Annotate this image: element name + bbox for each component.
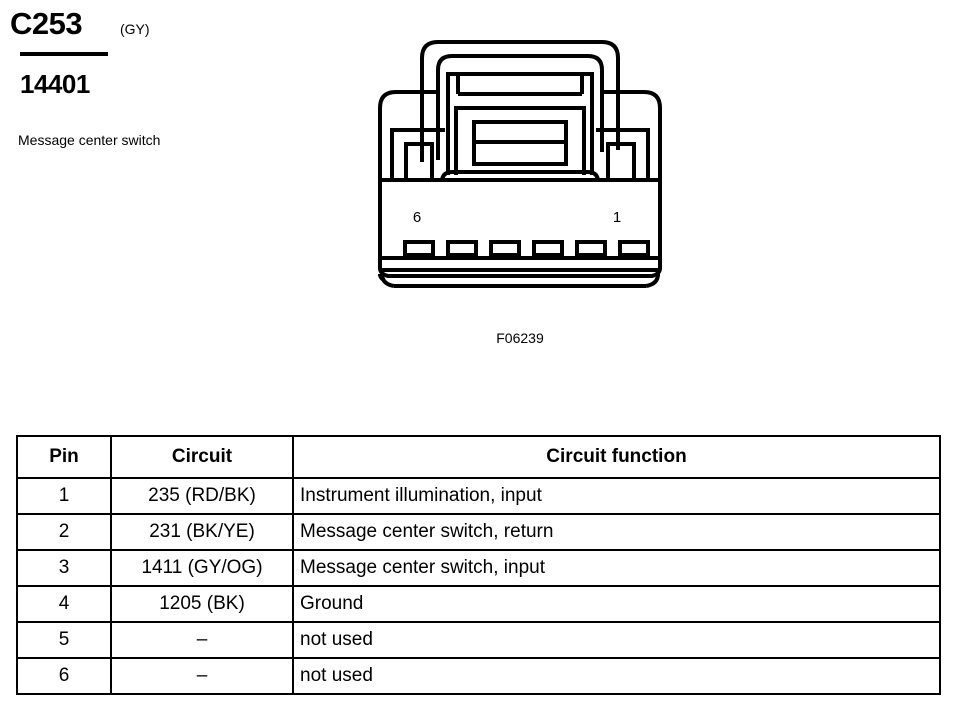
connector-id: C253 bbox=[10, 6, 83, 41]
cell-circuit: 1411 (GY/OG) bbox=[110, 549, 294, 587]
skirt-upper-band bbox=[378, 258, 662, 278]
cavity-6 bbox=[403, 240, 435, 257]
cavity-4 bbox=[489, 240, 521, 257]
cell-circuit: 235 (RD/BK) bbox=[110, 477, 294, 515]
table-row: 5 – not used bbox=[16, 621, 941, 659]
table-row: 4 1205 (BK) Ground bbox=[16, 585, 941, 623]
cavity-1 bbox=[618, 240, 650, 257]
cell-pin: 5 bbox=[16, 621, 112, 659]
table-row: 1 235 (RD/BK) Instrument illumination, i… bbox=[16, 477, 941, 515]
table-header-row: Pin Circuit Circuit function bbox=[16, 435, 941, 479]
cell-function: Message center switch, input bbox=[292, 549, 941, 587]
connector-id-row: C253 (GY) bbox=[10, 8, 340, 42]
cell-pin: 2 bbox=[16, 513, 112, 551]
table-row: 2 231 (BK/YE) Message center switch, ret… bbox=[16, 513, 941, 551]
cell-function: not used bbox=[292, 657, 941, 695]
cell-function: Ground bbox=[292, 585, 941, 623]
cell-circuit: – bbox=[110, 621, 294, 659]
latch-base-bar bbox=[440, 170, 600, 183]
column-header-function: Circuit function bbox=[292, 435, 941, 479]
left-step-outer bbox=[390, 128, 445, 182]
connector-illustration: 6 1 bbox=[378, 40, 662, 288]
part-number: 14401 bbox=[20, 69, 90, 99]
column-header-circuit: Circuit bbox=[110, 435, 294, 479]
right-wing-outline bbox=[602, 90, 662, 210]
skirt-base-left bbox=[380, 273, 395, 288]
connector-color-code: (GY) bbox=[120, 21, 150, 37]
cell-pin: 1 bbox=[16, 477, 112, 515]
cavity-row bbox=[403, 240, 650, 257]
skirt-base-right bbox=[645, 273, 660, 288]
cavity-5 bbox=[446, 240, 478, 257]
cell-function: Message center switch, return bbox=[292, 513, 941, 551]
left-step-inner bbox=[404, 142, 434, 182]
column-header-pin: Pin bbox=[16, 435, 112, 479]
right-step-inner bbox=[606, 142, 636, 182]
cell-circuit: 1205 (BK) bbox=[110, 585, 294, 623]
latch-block bbox=[454, 106, 586, 175]
cell-circuit: – bbox=[110, 657, 294, 695]
table-row: 6 – not used bbox=[16, 657, 941, 695]
cell-circuit: 231 (BK/YE) bbox=[110, 513, 294, 551]
cell-function: Instrument illumination, input bbox=[292, 477, 941, 515]
pin-assignment-table: Pin Circuit Circuit function 1 235 (RD/B… bbox=[16, 435, 941, 695]
table-body: 1 235 (RD/BK) Instrument illumination, i… bbox=[16, 477, 941, 695]
connector-id-underline bbox=[20, 52, 108, 56]
cell-pin: 6 bbox=[16, 657, 112, 695]
cavity-2 bbox=[575, 240, 607, 257]
cavity-3 bbox=[532, 240, 564, 257]
cell-pin: 3 bbox=[16, 549, 112, 587]
latch-arch-inner bbox=[436, 54, 604, 160]
cavity-label-1: 1 bbox=[613, 209, 621, 226]
cell-pin: 4 bbox=[16, 585, 112, 623]
cavity-label-6: 6 bbox=[413, 209, 421, 226]
connector-figure-code: F06239 bbox=[496, 330, 544, 346]
right-step-outer bbox=[596, 128, 650, 182]
connector-header: C253 (GY) 14401 Message center switch bbox=[10, 8, 340, 149]
cell-function: not used bbox=[292, 621, 941, 659]
table-row: 3 1411 (GY/OG) Message center switch, in… bbox=[16, 549, 941, 587]
latch-arch-outer bbox=[420, 40, 620, 162]
table-header: Pin Circuit Circuit function bbox=[16, 435, 941, 479]
latch-band-outer bbox=[446, 72, 594, 175]
connector-diagram: 6 1 F06239 bbox=[370, 30, 670, 350]
component-name: Message center switch bbox=[18, 132, 161, 148]
left-wing-outline bbox=[378, 90, 440, 210]
